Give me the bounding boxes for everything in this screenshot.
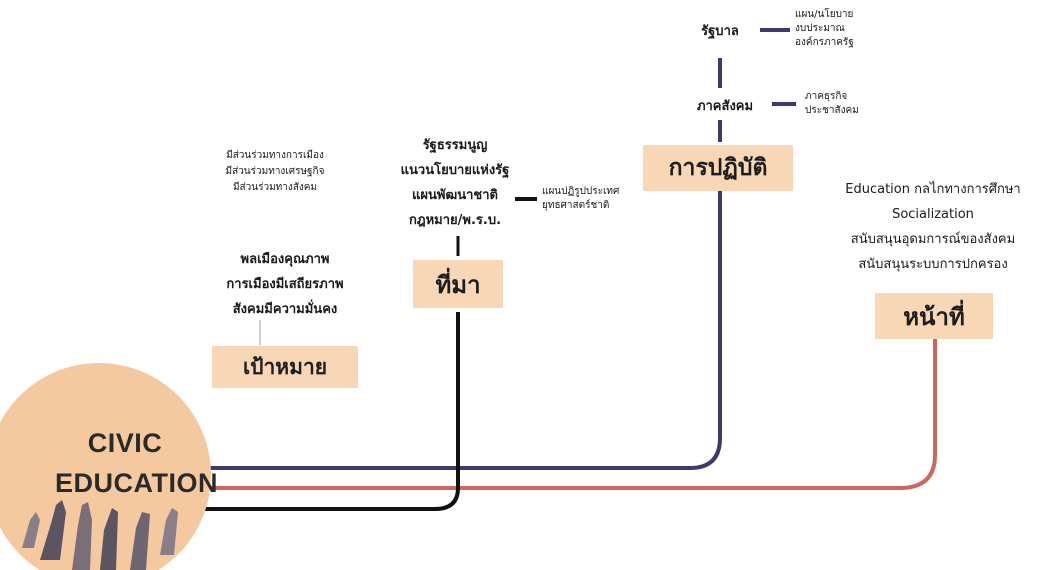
participation-item: มีส่วนร่วมทางเศรษฐกิจ	[225, 166, 325, 177]
function-box: หน้าที่	[875, 293, 993, 339]
practice-label: การปฏิบัติ	[668, 155, 768, 181]
function-item: Education กลไกทางการศึกษา	[845, 182, 1021, 197]
practice-box: การปฏิบัติ	[643, 145, 793, 191]
society-item: ประชาสังคม	[805, 105, 859, 116]
function-items: Education กลไกทางการศึกษา Socialization …	[818, 177, 1042, 277]
plan-branch: แผนปฏิรูปประเทศ ยุทธศาสตร์ชาติ	[542, 185, 652, 213]
source-line	[205, 312, 460, 511]
outcome-item: การเมืองมีเสถียรภาพ	[226, 277, 344, 292]
goal-outcomes: พลเมืองคุณภาพ การเมืองมีเสถียรภาพ สังคมม…	[190, 247, 380, 322]
source-item: กฎหมาย/พ.ร.บ.	[408, 213, 502, 228]
participation-item: มีส่วนร่วมทางสังคม	[232, 182, 318, 193]
function-label: หน้าที่	[903, 302, 965, 331]
source-label: ที่มา	[435, 270, 481, 299]
center-title: CIVIC EDUCATION	[55, 423, 218, 503]
function-item: สนับสนุนระบบการปกครอง	[858, 257, 1008, 272]
society-label: ภาคสังคม	[696, 99, 754, 114]
goal-label: เป้าหมาย	[242, 354, 328, 379]
practice-line	[205, 190, 722, 470]
function-item: สนับสนุนอุดมการณ์ของสังคม	[850, 232, 1016, 247]
society-items: ภาคธุรกิจ ประชาสังคม	[805, 90, 905, 118]
function-item: Socialization	[892, 207, 974, 222]
plan-branch-item: ยุทธศาสตร์ชาติ	[542, 200, 610, 211]
source-items: รัฐธรรมนูญ แนวนโยบายแห่งรัฐ แผนพัฒนาชาติ…	[370, 133, 540, 233]
source-item: แนวนโยบายแห่งรัฐ	[400, 163, 510, 178]
source-item: รัฐธรรมนูญ	[422, 138, 488, 153]
outcome-item: พลเมืองคุณภาพ	[240, 252, 330, 267]
function-line	[205, 338, 937, 490]
outcome-item: สังคมมีความมั่นคง	[232, 302, 338, 317]
government-item: งบประมาณ	[795, 23, 845, 34]
society-item: ภาคธุรกิจ	[805, 91, 848, 102]
government-item: องค์กรภาครัฐ	[795, 37, 854, 48]
goal-box: เป้าหมาย	[212, 346, 358, 388]
source-item: แผนพัฒนาชาติ	[412, 188, 498, 203]
government-item: แผน/นโยบาย	[795, 9, 854, 20]
government-items: แผน/นโยบาย งบประมาณ องค์กรภาครัฐ	[795, 8, 905, 50]
hands-illustration	[22, 500, 178, 570]
participation-list: มีส่วนร่วมทางการเมือง มีส่วนร่วมทางเศรษฐ…	[190, 148, 360, 196]
center-title-line1: CIVIC	[87, 428, 163, 458]
plan-branch-item: แผนปฏิรูปประเทศ	[542, 186, 620, 197]
center-title-line2: EDUCATION	[55, 468, 218, 498]
participation-item: มีส่วนร่วมทางการเมือง	[226, 150, 324, 161]
government-label: รัฐบาล	[701, 24, 739, 39]
source-box: ที่มา	[413, 260, 503, 308]
